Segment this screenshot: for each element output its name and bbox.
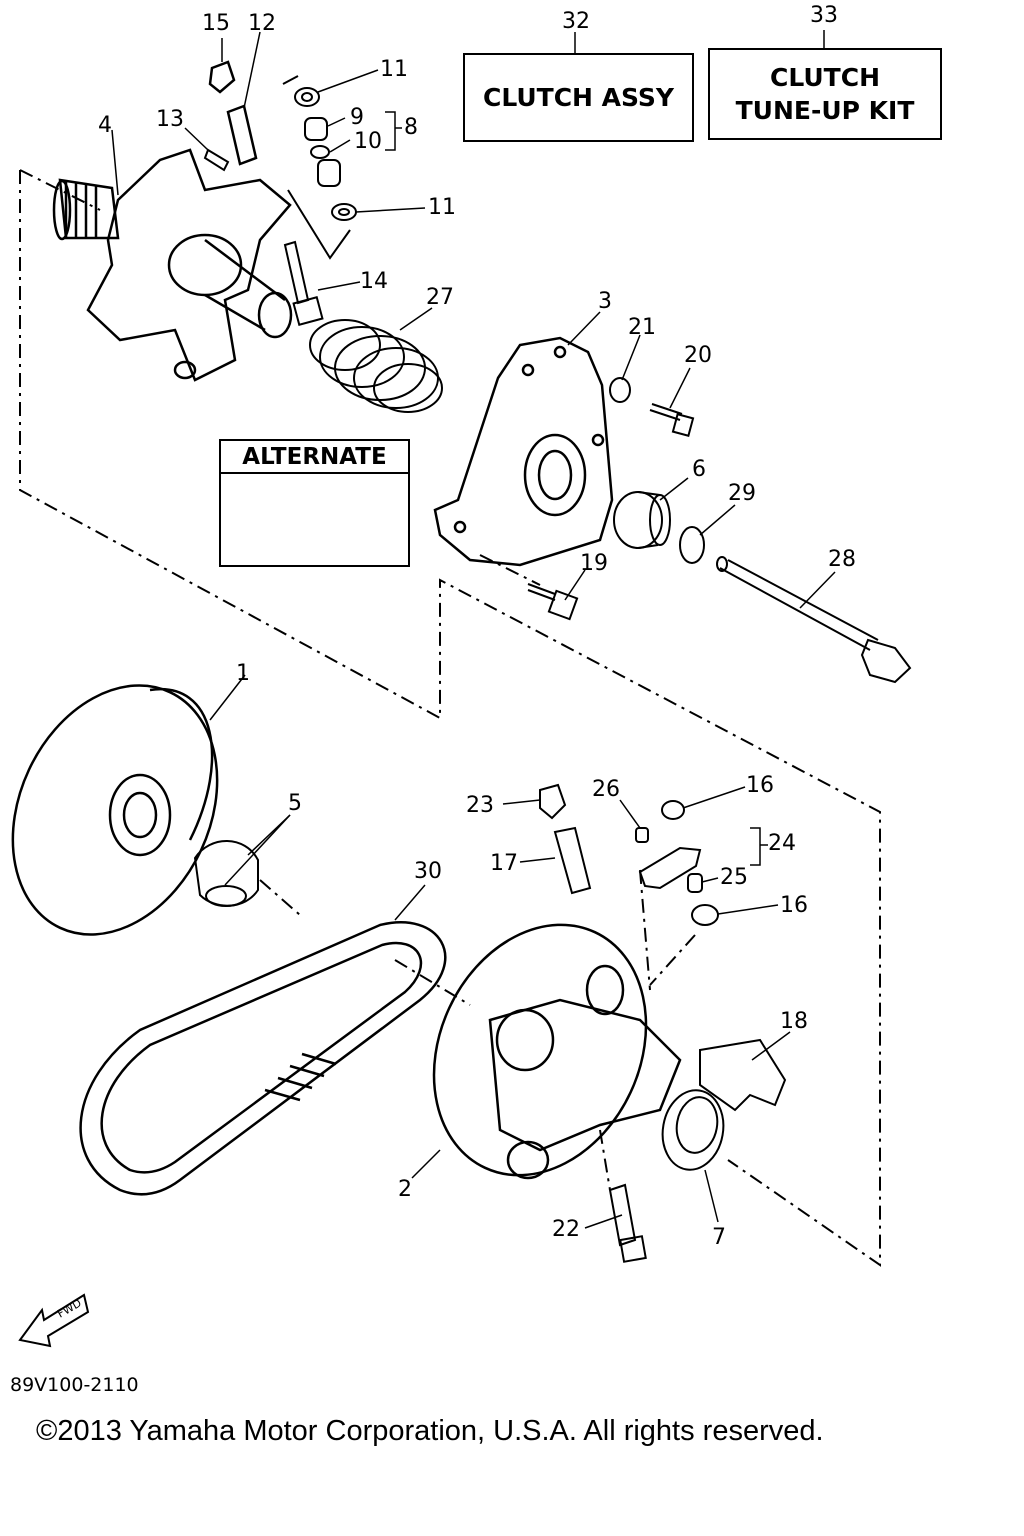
callout-13: 13: [156, 107, 184, 132]
callout-10: 10: [354, 129, 382, 154]
callout-18: 18: [780, 1009, 808, 1034]
callout-15: 15: [202, 11, 230, 36]
callout-28: 28: [828, 547, 856, 572]
callout-9: 9: [350, 105, 364, 130]
drawing-code: 89V100-2110: [10, 1374, 139, 1396]
callout-5: 5: [288, 791, 302, 816]
alternate-box: ALTERNATE: [219, 439, 410, 567]
part-1-sheave: [11, 684, 219, 936]
callout-3: 3: [598, 289, 612, 314]
part-30-belt: [79, 921, 447, 1196]
callout-1: 1: [236, 661, 250, 686]
fwd-arrow-icon: [18, 1293, 90, 1348]
callout-26: 26: [592, 777, 620, 802]
tuneup-line1: CLUTCH: [769, 63, 880, 92]
clutch-assy-box: CLUTCH ASSY: [463, 53, 694, 142]
callout-24: 24: [768, 831, 796, 856]
callout-4: 4: [98, 113, 112, 138]
callout-14: 14: [360, 269, 388, 294]
callout-11b: 11: [428, 195, 456, 220]
callout-27: 27: [426, 285, 454, 310]
callout-19: 19: [580, 551, 608, 576]
callout-22: 22: [552, 1217, 580, 1242]
callout-16a: 16: [746, 773, 774, 798]
callout-2: 2: [398, 1177, 412, 1202]
part-2-sheave: [432, 923, 682, 1180]
callout-20: 20: [684, 343, 712, 368]
callout-17: 17: [490, 851, 518, 876]
callout-16b: 16: [780, 893, 808, 918]
callout-7: 7: [712, 1225, 726, 1250]
part-4-spider: [52, 148, 293, 382]
callout-29: 29: [728, 481, 756, 506]
clutch-assy-label: CLUTCH ASSY: [482, 83, 675, 112]
part-27-spring: [309, 319, 443, 413]
callout-12: 12: [248, 11, 276, 36]
callout-33: 33: [810, 3, 838, 28]
callout-30: 30: [414, 859, 442, 884]
copyright-notice: ©2013 Yamaha Motor Corporation, U.S.A. A…: [36, 1415, 824, 1447]
part-3-cover: [433, 336, 614, 567]
callout-21: 21: [628, 315, 656, 340]
alternate-label: ALTERNATE: [221, 441, 408, 474]
callout-32: 32: [562, 9, 590, 34]
callout-11a: 11: [380, 57, 408, 82]
callout-23: 23: [466, 793, 494, 818]
callout-8: 8: [404, 115, 418, 140]
callout-6: 6: [692, 457, 706, 482]
tuneup-line2: TUNE-UP KIT: [735, 96, 915, 125]
clutch-tuneup-kit-box: CLUTCH TUNE-UP KIT: [708, 48, 942, 140]
callout-25: 25: [720, 865, 748, 890]
